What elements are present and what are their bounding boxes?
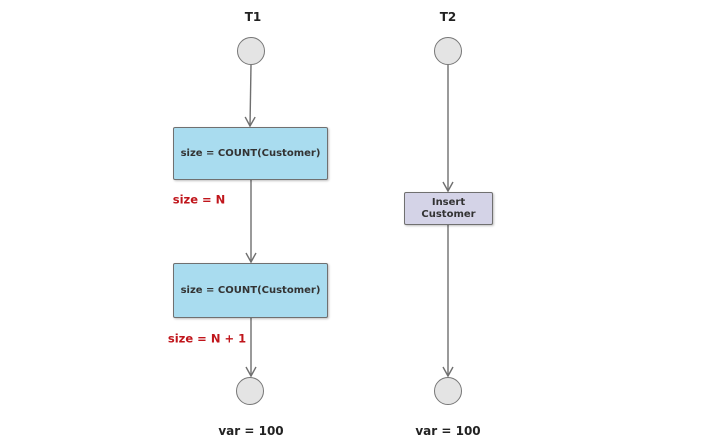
t1-column-title: T1: [244, 10, 262, 24]
t1-end-node: [236, 377, 264, 405]
t1-note-2: size = N + 1: [167, 331, 247, 346]
t2-insert-label-line-1: Insert: [431, 196, 466, 208]
t2-insert-label-line-2: Customer: [421, 208, 476, 220]
t1-query-box-2: size = COUNT(Customer): [173, 263, 328, 318]
t1-edge-start-to-query1: [244, 64, 256, 128]
t2-column-title: T2: [439, 10, 457, 24]
t1-footer-var: var = 100: [218, 424, 284, 438]
t2-insert-box: Insert Customer: [404, 192, 493, 225]
t1-query-box-1: size = COUNT(Customer): [173, 127, 328, 180]
t1-note-1: size = N: [172, 192, 226, 207]
t1-query-2-label: size = COUNT(Customer): [180, 284, 321, 296]
t2-footer-var: var = 100: [415, 424, 481, 438]
t2-start-node: [434, 37, 462, 65]
t1-start-node: [237, 37, 265, 65]
t2-end-node: [434, 377, 462, 405]
t1-query-1-label: size = COUNT(Customer): [180, 147, 321, 159]
